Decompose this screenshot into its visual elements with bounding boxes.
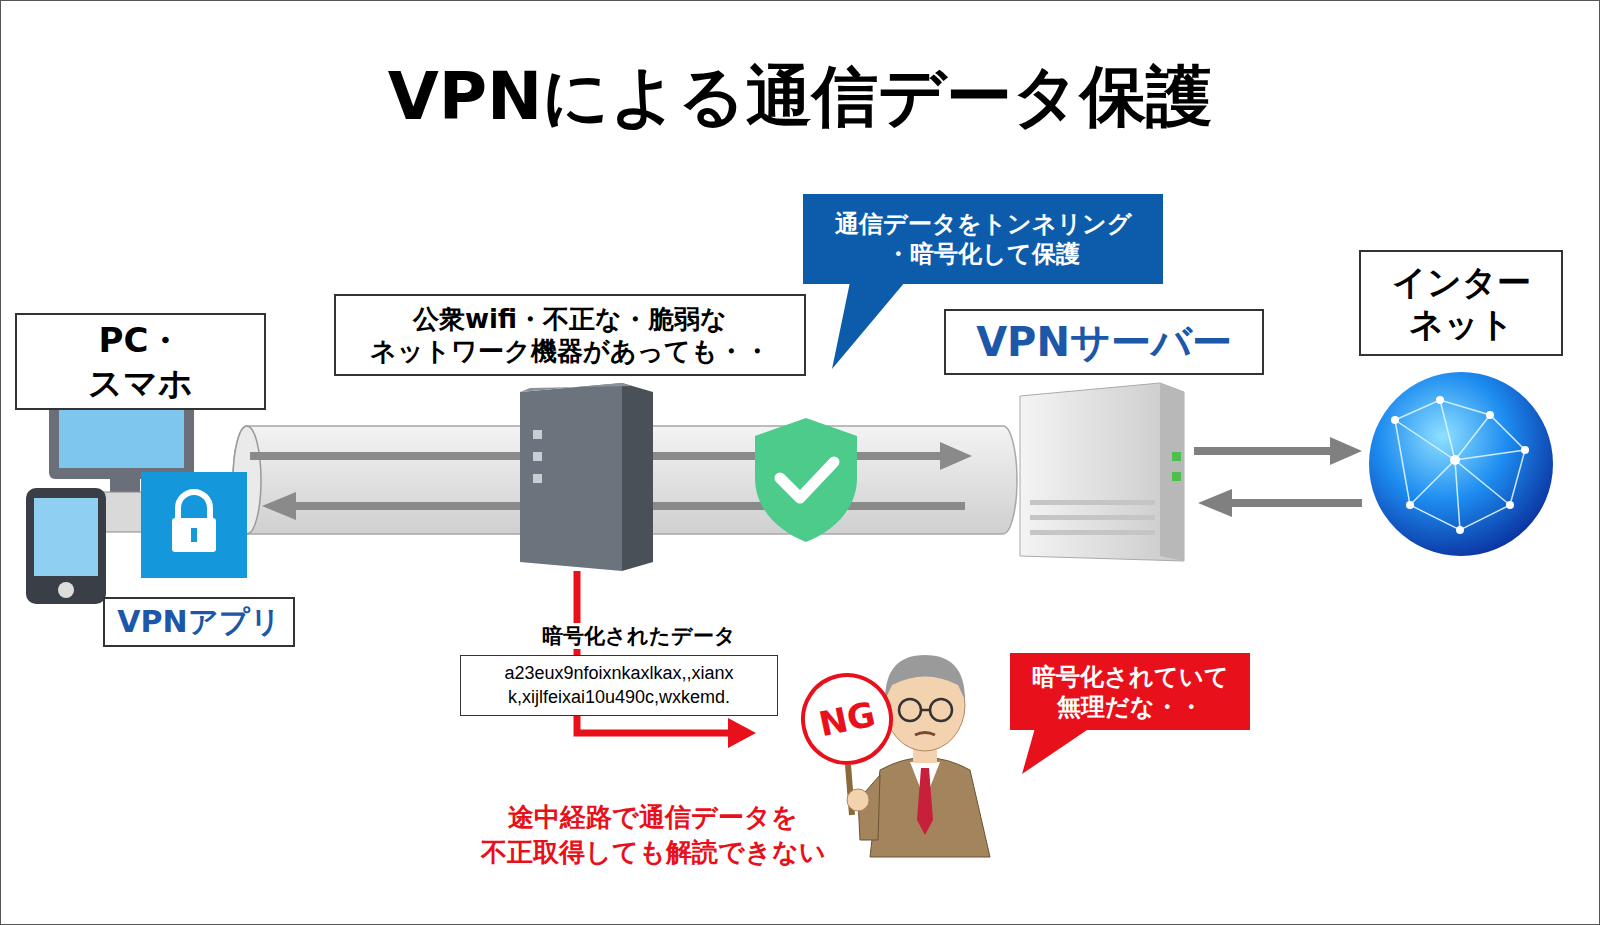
network-note: 公衆wifi・不正な・脆弱な ネットワーク機器があっても・・ — [334, 294, 806, 376]
title: VPNによる通信データ保護 — [0, 52, 1600, 142]
red-callout: 暗号化されていて 無理だな・・ — [1010, 653, 1250, 730]
node-body: a23eux9nfoixnkaxlkax,,xianx k,xijlfeixai… — [460, 655, 778, 716]
device-label: PC・スマホ — [15, 313, 266, 410]
node-text: VPNアプリ — [117, 603, 280, 641]
internet-label: インター ネット — [1359, 250, 1563, 356]
node-text: インター ネット — [1392, 261, 1531, 346]
encrypted-data-box: 暗号化されたデータ a23eux9nfoixnkaxlkax,,xianx k,x… — [460, 623, 778, 716]
server-icon — [1020, 383, 1184, 561]
pc-smartphone-icon — [26, 391, 247, 604]
traffic-arrows — [1194, 437, 1362, 517]
node-text: NG — [815, 692, 879, 745]
globe-icon — [1369, 372, 1553, 556]
router-icon — [520, 383, 653, 571]
node-text: PC・スマホ — [88, 319, 193, 404]
shield-icon — [755, 418, 857, 542]
node-text: 通信データをトンネリング ・暗号化して保護 — [835, 209, 1132, 269]
ng-sign: NG — [792, 664, 901, 773]
callout-tail — [832, 282, 905, 369]
callout-tail — [1022, 728, 1090, 774]
blue-callout: 通信データをトンネリング ・暗号化して保護 — [803, 194, 1163, 284]
node-text: 暗号化されたデータ — [538, 623, 740, 649]
server-label: VPNサーバー — [944, 309, 1264, 375]
interception-note: 途中経路で通信データを 不正取得しても解読できない — [481, 800, 826, 870]
node-text: VPNサーバー — [976, 317, 1232, 367]
node-text: 暗号化されていて 無理だな・・ — [1032, 662, 1229, 722]
app-label: VPNアプリ — [103, 597, 295, 647]
node-text: 公衆wifi・不正な・脆弱な ネットワーク機器があっても・・ — [370, 303, 770, 368]
